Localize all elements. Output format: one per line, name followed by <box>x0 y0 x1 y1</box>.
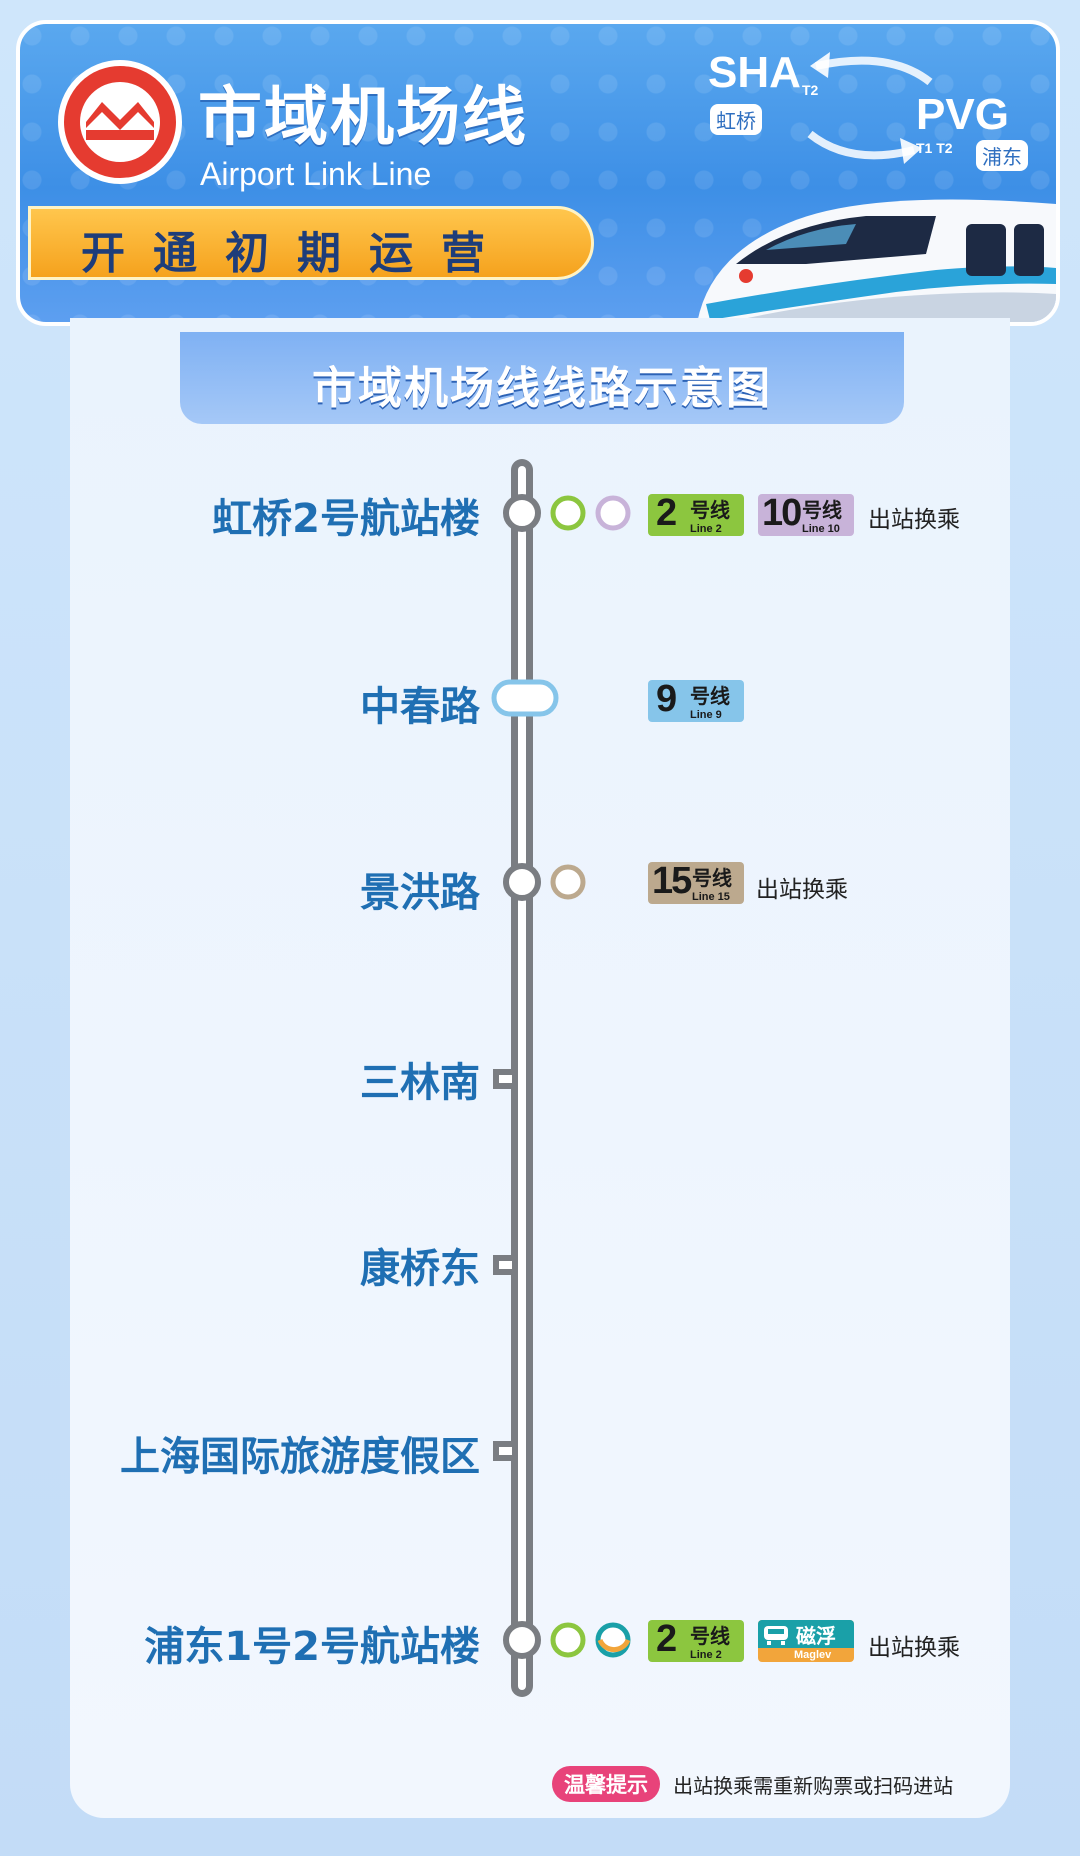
station-marker-jinghonglu <box>503 863 541 901</box>
opening-banner: 开通初期运营 <box>28 206 594 280</box>
badge-cn: 号线 <box>690 684 730 708</box>
maglev-train-icon <box>764 1626 788 1645</box>
badge-number: 10 <box>762 492 802 534</box>
station-label-5: 康桥东 <box>360 1246 480 1292</box>
map-title-panel: 市域机场线线路示意图 <box>180 332 904 424</box>
train-illustration <box>697 199 1056 322</box>
line9-badge: 9 号线 Line 9 <box>648 678 744 722</box>
tip-text: 出站换乘需重新购票或扫码进站 <box>673 1773 954 1798</box>
from-airport-code: SHA <box>708 48 801 97</box>
badge-number: 15 <box>652 860 692 902</box>
map-title: 市域机场线线路示意图 <box>312 363 772 414</box>
station-label-3: 景洪路 <box>360 870 480 916</box>
line15-badge: 15 号线 Line 15 <box>648 860 744 904</box>
to-terminal: T1 T2 <box>916 140 953 156</box>
station-tick-resort <box>493 1441 512 1461</box>
badge-cn: 磁浮 <box>796 1624 836 1648</box>
station-tick-kangqiaodong <box>493 1255 512 1275</box>
station-label-4: 三林南 <box>360 1060 480 1106</box>
station-label-7: 浦东1号2号航站楼 <box>144 1624 480 1670</box>
tip-label: 温馨提示 <box>552 1766 660 1802</box>
badge-number: 9 <box>656 678 678 720</box>
line10-ring-icon <box>595 495 631 531</box>
tip-row: 温馨提示 出站换乘需重新购票或扫码进站 <box>552 1766 953 1802</box>
badge-cn: 号线 <box>690 1624 730 1648</box>
to-airport-code: PVG <box>916 90 1009 139</box>
badge-en: Line 2 <box>690 523 722 535</box>
badge-number: 2 <box>656 492 678 534</box>
station-label-1: 虹桥2号航站楼 <box>212 496 480 542</box>
line2-badge: 2 号线 Line 2 <box>648 492 744 536</box>
transfer-note: 出站换乘 <box>868 507 960 533</box>
badge-cn: 号线 <box>802 498 842 522</box>
maglev-badge: 磁浮 Maglev <box>758 1620 854 1662</box>
map-card <box>70 318 1010 1818</box>
line15-ring-icon <box>550 864 586 900</box>
badge-en: Line 2 <box>690 1649 722 1661</box>
line2-ring-icon <box>550 495 586 531</box>
station-label-6: 上海国际旅游度假区 <box>120 1434 480 1480</box>
header-panel: 市域机场线 Airport Link Line 开通初期运营 SHA T2 虹桥… <box>16 20 1060 326</box>
station-marker-hongqiao <box>503 494 541 532</box>
badge-cn: 号线 <box>692 866 732 890</box>
line-title-en: Airport Link Line <box>200 156 432 192</box>
station-marker-pudong <box>503 1621 541 1659</box>
badge-en: Maglev <box>794 1649 832 1661</box>
round-trip-arrows-icon <box>807 52 933 164</box>
line-title-cn: 市域机场线 <box>198 81 528 155</box>
maglev-ring-accent <box>597 1638 631 1653</box>
to-airport-name: 浦东 <box>976 140 1028 171</box>
from-airport-name: 虹桥 <box>710 104 762 135</box>
line2-ring-icon <box>550 1622 586 1658</box>
line10-badge: 10 号线 Line 10 <box>758 492 854 536</box>
badge-en: Line 9 <box>690 709 722 721</box>
transfer-note: 出站换乘 <box>756 877 848 903</box>
banner-text: 开通初期运营 <box>81 228 513 279</box>
badge-number: 2 <box>656 1618 678 1660</box>
shanghai-metro-logo <box>58 60 182 184</box>
station-marker-zhongchunlu <box>491 679 559 717</box>
transfer-note: 出站换乘 <box>868 1635 960 1661</box>
badge-en: Line 15 <box>692 891 730 903</box>
badge-en: Line 10 <box>802 523 840 535</box>
line2-badge: 2 号线 Line 2 <box>648 1618 744 1662</box>
badge-cn: 号线 <box>690 498 730 522</box>
from-terminal: T2 <box>802 82 819 98</box>
station-tick-sanlinnan <box>493 1069 512 1089</box>
station-label-2: 中春路 <box>360 684 480 730</box>
